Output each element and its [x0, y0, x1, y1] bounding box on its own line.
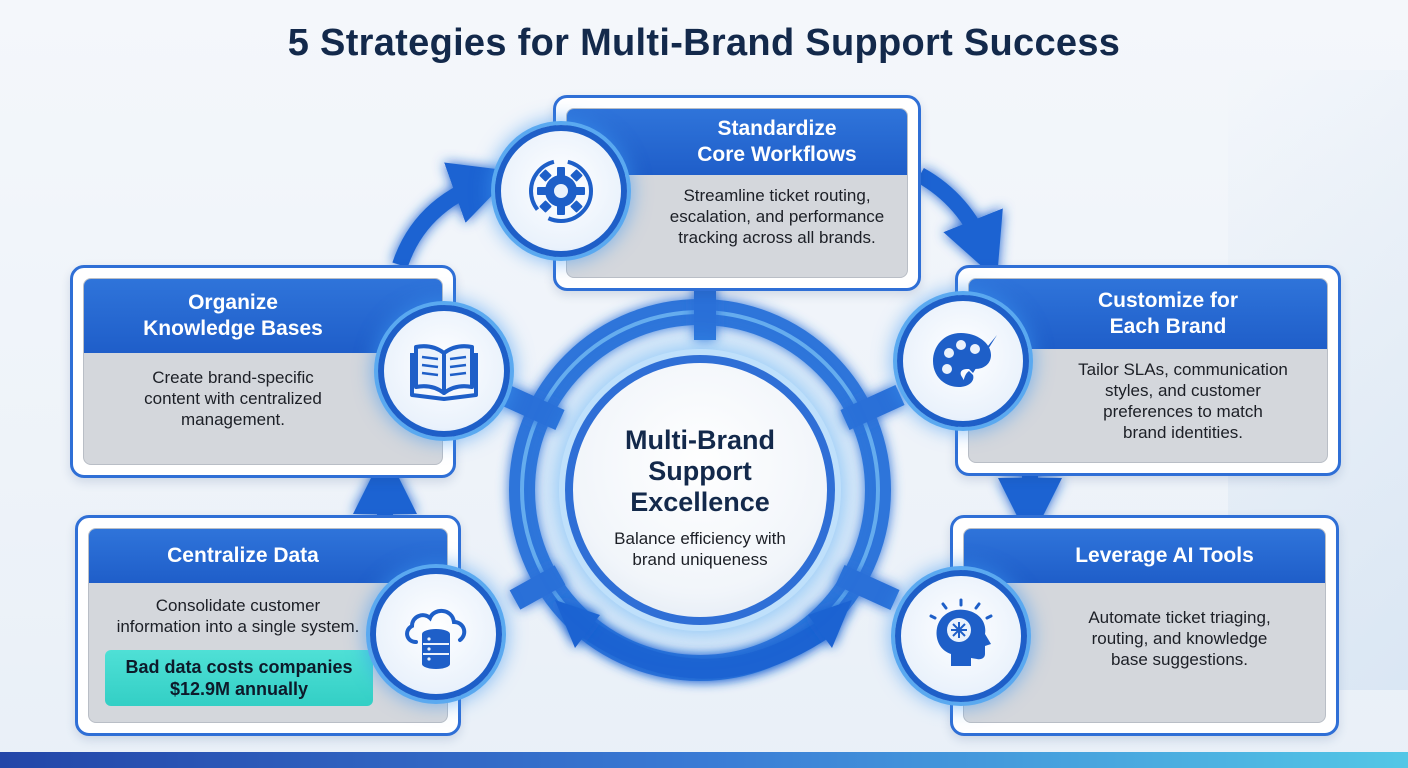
spokes	[500, 285, 905, 611]
arrow-head-left	[555, 600, 600, 648]
card-body: Consolidate customer information into a …	[116, 596, 360, 636]
card-body: Create brand-specific content with centr…	[144, 368, 322, 429]
bottom-accent-bar	[0, 752, 1408, 768]
center-title: Multi-Brand Support Excellence	[625, 425, 775, 517]
arrow-head-right	[808, 600, 852, 648]
card-customize-brand: Customize for Each Brand Tailor SLAs, co…	[955, 265, 1341, 476]
arrow-knowledge-to-workflows	[392, 162, 516, 268]
spoke-right-lower	[835, 564, 900, 611]
cloud-database-icon-circle	[370, 568, 502, 700]
card-body: Automate ticket triaging, routing, and k…	[1088, 608, 1271, 669]
spoke-left-upper	[500, 384, 565, 431]
card-title: Leverage AI Tools	[964, 529, 1325, 583]
ai-head-icon-circle	[895, 570, 1027, 702]
gear-icon-circle	[495, 125, 627, 257]
page-title: 5 Strategies for Multi-Brand Support Suc…	[287, 22, 1121, 64]
gear-icon	[529, 159, 593, 223]
card-title: Centralize Data	[89, 529, 447, 583]
stat-badge: Bad data costs companies $12.9M annually	[105, 650, 373, 706]
card-standardize-workflows: Standardize Core Workflows Streamline ti…	[553, 95, 921, 291]
arrow-bottom-cycle	[568, 612, 836, 679]
card-body: Streamline ticket routing, escalation, a…	[669, 186, 885, 247]
stat-text: Bad data costs companies $12.9M annually	[125, 657, 353, 699]
card-title: Organize Knowledge Bases	[84, 279, 442, 353]
bottom-arrow-heads	[555, 600, 852, 648]
book-icon	[410, 344, 478, 401]
center-hub: Multi-Brand Support Excellence Balance e…	[565, 355, 835, 625]
cycle-arrows	[353, 162, 1062, 679]
card-title: Standardize Core Workflows	[567, 109, 907, 175]
cloud-database-icon	[405, 609, 467, 669]
spoke-right-upper	[840, 384, 905, 431]
card-body: Tailor SLAs, communication styles, and c…	[1078, 360, 1288, 442]
center-subtitle: Balance efficiency with brand uniqueness	[614, 529, 786, 569]
card-title: Customize for Each Brand	[969, 279, 1327, 349]
spoke-left-lower	[509, 565, 566, 610]
book-icon-circle	[378, 305, 510, 437]
palette-icon-circle	[897, 295, 1029, 427]
palette-icon	[933, 333, 997, 387]
ai-head-icon	[929, 598, 993, 666]
arrow-workflows-to-customize	[915, 168, 1003, 280]
